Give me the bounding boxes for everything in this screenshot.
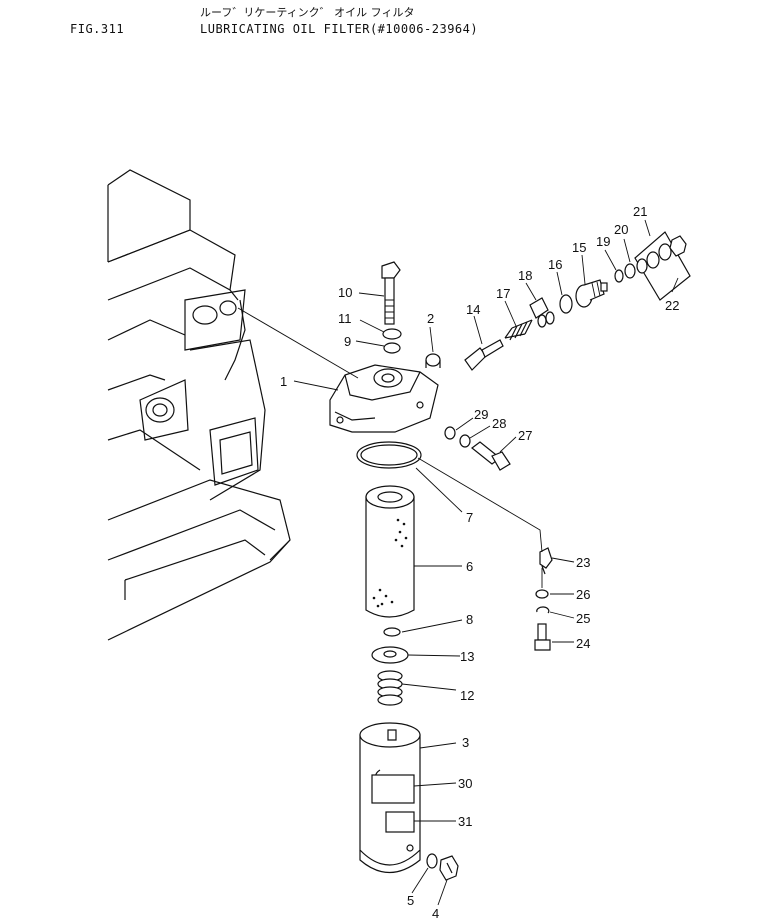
valve-14 [464,339,504,371]
callout-24: 24 [576,636,590,651]
clip-23 [539,547,553,575]
title-japanese: ルーフ゛リケーティンク゛ オイル フィルタ [200,6,415,19]
figure-code: FIG.311 [70,22,125,36]
label-30 [371,774,415,804]
plug-15 [575,279,608,308]
callout-30: 30 [458,776,472,791]
washer-17b [537,314,547,328]
callout-17: 17 [496,286,510,301]
leader-lines [293,219,679,906]
engine-block [107,169,291,641]
seat-13 [371,646,409,664]
callout-27: 27 [518,428,532,443]
bolt-24 [534,623,551,651]
washer-17c [545,311,555,325]
callout-11: 11 [338,311,352,326]
callout-13: 13 [460,649,474,664]
washer-28 [459,434,471,448]
callout-10: 10 [338,285,352,300]
filter-element-6 [365,485,415,618]
spring-17 [504,319,533,341]
label-31 [385,811,415,833]
callout-15: 15 [572,240,586,255]
washer-20 [624,263,636,279]
callout-12: 12 [460,688,474,703]
washer-5 [426,853,438,869]
o-ring-8 [383,627,401,637]
assembly-lines [237,307,543,588]
callout-29: 29 [474,407,488,422]
callout-21: 21 [633,204,647,219]
callout-26: 26 [576,587,590,602]
washer-19 [614,269,624,283]
bolt-10 [381,261,401,325]
spacer-18 [529,297,549,319]
lock-washer-25 [536,606,550,614]
washer-29 [444,426,456,440]
callout-9: 9 [344,334,351,349]
parts-set-21-22 [634,231,691,301]
callout-1: 1 [280,374,287,389]
callout-25: 25 [576,611,590,626]
o-ring-9 [383,342,401,354]
callout-4: 4 [432,906,439,920]
callout-19: 19 [596,234,610,249]
callout-23: 23 [576,555,590,570]
drain-plug-4 [439,855,459,881]
washer-26 [535,589,549,599]
filter-head-1 [329,364,439,433]
callout-3: 3 [462,735,469,750]
title-english: LUBRICATING OIL FILTER(#10006-23964) [200,22,479,36]
callout-20: 20 [614,222,628,237]
callout-28: 28 [492,416,506,431]
o-ring-7 [356,441,422,469]
washer-11 [382,328,402,340]
bolt-27 [471,441,511,471]
callout-2: 2 [427,311,434,326]
callouts: 1 2 3 4 5 6 7 8 9 10 11 12 13 14 15 16 1… [280,204,679,920]
callout-22: 22 [665,298,679,313]
callout-14: 14 [466,302,480,317]
callout-5: 5 [407,893,414,908]
callout-16: 16 [548,257,562,272]
callout-31: 31 [458,814,472,829]
plug-2 [425,353,441,368]
spring-12 [377,670,403,706]
callout-8: 8 [466,612,473,627]
gasket-16 [559,294,573,314]
callout-7: 7 [466,510,473,525]
callout-6: 6 [466,559,473,574]
callout-18: 18 [518,268,532,283]
